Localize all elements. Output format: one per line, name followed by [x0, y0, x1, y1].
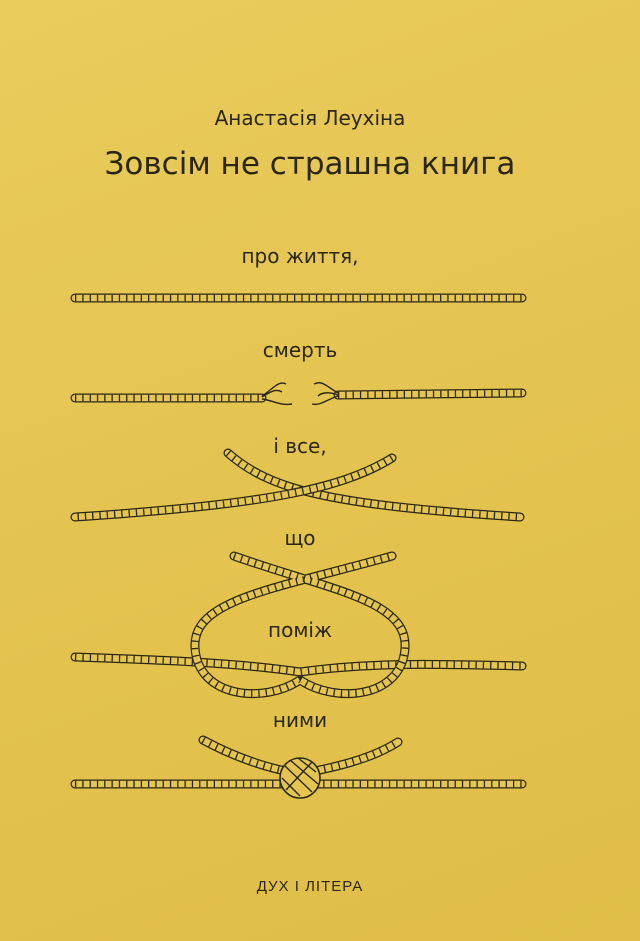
- rope-loop: [190, 551, 410, 699]
- book-title: Зовсім не страшна книга: [104, 146, 516, 182]
- publisher-logo: ДУХ І ЛІТЕРА: [256, 878, 364, 895]
- subtitle-line: що: [284, 526, 316, 550]
- rope-broken-right: [333, 388, 527, 400]
- frayed-end-left: [261, 382, 293, 406]
- author-name: Анастасія Леухіна: [214, 106, 406, 130]
- subtitle-line: смерть: [262, 338, 338, 362]
- knot-detail: [281, 757, 319, 797]
- rope-crossing-a: [223, 448, 525, 522]
- subtitle-line: про життя,: [241, 244, 359, 268]
- rope-loop-base: [70, 652, 527, 677]
- subtitle-line: поміж: [268, 618, 332, 642]
- subtitle-line: і все,: [273, 434, 327, 458]
- frayed-end-right: [311, 382, 339, 406]
- rope-crossing-b: [70, 453, 397, 522]
- knot: [279, 757, 321, 799]
- subtitle-line: ними: [272, 708, 328, 732]
